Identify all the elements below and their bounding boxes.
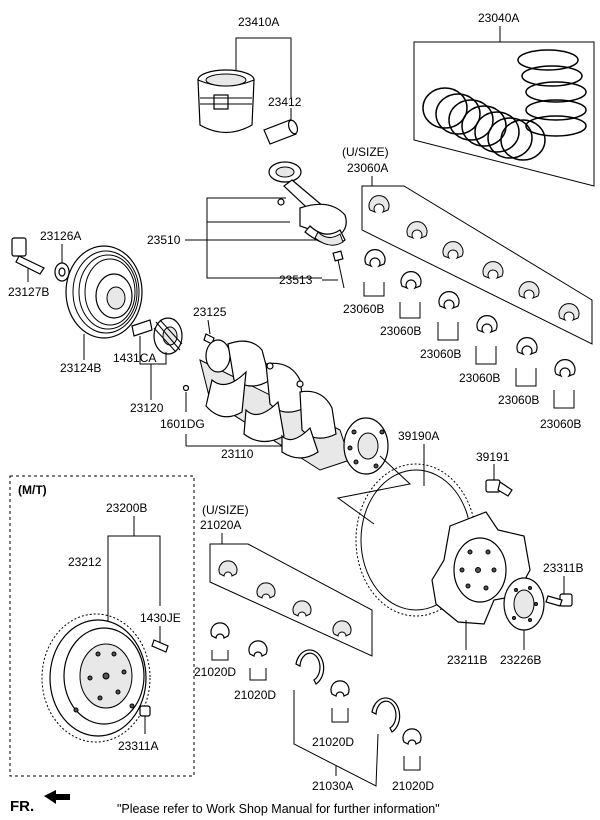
label-1431CA: 1431CA <box>113 351 156 365</box>
label-23060B-5: 23060B <box>498 393 539 407</box>
label-23120: 23120 <box>130 401 164 415</box>
label-23211B: 23211B <box>447 653 487 667</box>
piston-assembly: 23410A 23412 <box>197 15 302 145</box>
label-23126A: 23126A <box>40 229 81 243</box>
label-23311B: 23311B <box>543 561 583 575</box>
label-23513: 23513 <box>279 273 313 287</box>
label-1601DG: 1601DG <box>160 417 205 431</box>
thrust-bearing-set: (U/SIZE) 21020A 21020D 21020D 21020D 210… <box>194 503 434 793</box>
label-23124B: 23124B <box>60 361 101 375</box>
label-23125: 23125 <box>193 305 227 319</box>
label-39191: 39191 <box>476 450 510 464</box>
footer: FR. "Please refer to Work Shop Manual fo… <box>10 790 440 816</box>
connecting-rod: 23510 23513 <box>147 161 347 289</box>
piston-ring-set: 23040A <box>413 11 595 187</box>
label-23200B: 23200B <box>106 501 147 515</box>
label-usize-1: (U/SIZE) <box>342 145 389 159</box>
main-bearing-set: (U/SIZE) 23060A 23060B 23060B 23060B 230… <box>342 145 593 431</box>
label-23110: 23110 <box>221 447 254 461</box>
label-1430JE: 1430JE <box>140 611 181 625</box>
label-23060B-1: 23060B <box>343 302 384 316</box>
label-23212: 23212 <box>68 555 102 569</box>
label-21020D-2: 21020D <box>234 688 276 702</box>
label-21020D-3: 21020D <box>312 735 354 749</box>
crankshaft-pulley: 23126A 23127B 23124B <box>8 229 143 375</box>
manual-transmission-flywheel-box: (M/T) 23200B 23212 1430JE 23311A <box>9 475 195 777</box>
label-23060B-4: 23060B <box>459 371 500 385</box>
label-23311A: 23311A <box>118 739 158 753</box>
label-23410A: 23410A <box>238 15 279 29</box>
workshop-manual-note: "Please refer to Work Shop Manual for fu… <box>117 802 440 816</box>
label-23060B-2: 23060B <box>380 324 421 338</box>
timing-sprocket: 23125 1431CA 23120 <box>113 305 227 415</box>
label-21020A: 21020A <box>200 518 241 532</box>
label-21020D-1: 21020D <box>194 665 236 679</box>
label-23412: 23412 <box>268 95 302 109</box>
label-21020D-4: 21020D <box>392 779 434 793</box>
label-23127B: 23127B <box>8 285 49 299</box>
front-indicator: FR. <box>10 798 34 815</box>
label-23060B-6: 23060B <box>540 417 581 431</box>
label-23060B-3: 23060B <box>420 347 461 361</box>
label-mt: (M/T) <box>18 483 47 497</box>
label-39190A: 39190A <box>398 429 439 443</box>
label-21030A: 21030A <box>312 779 353 793</box>
front-arrow-icon <box>44 790 70 804</box>
drive-plate: 23211B 23226B 23311B <box>431 511 583 667</box>
label-usize-2: (U/SIZE) <box>202 503 249 517</box>
label-23060A: 23060A <box>347 161 388 175</box>
label-23510: 23510 <box>147 233 181 247</box>
crankshaft: 1601DG 23110 <box>160 339 389 475</box>
label-23226B: 23226B <box>500 653 541 667</box>
label-23040A: 23040A <box>478 11 519 25</box>
